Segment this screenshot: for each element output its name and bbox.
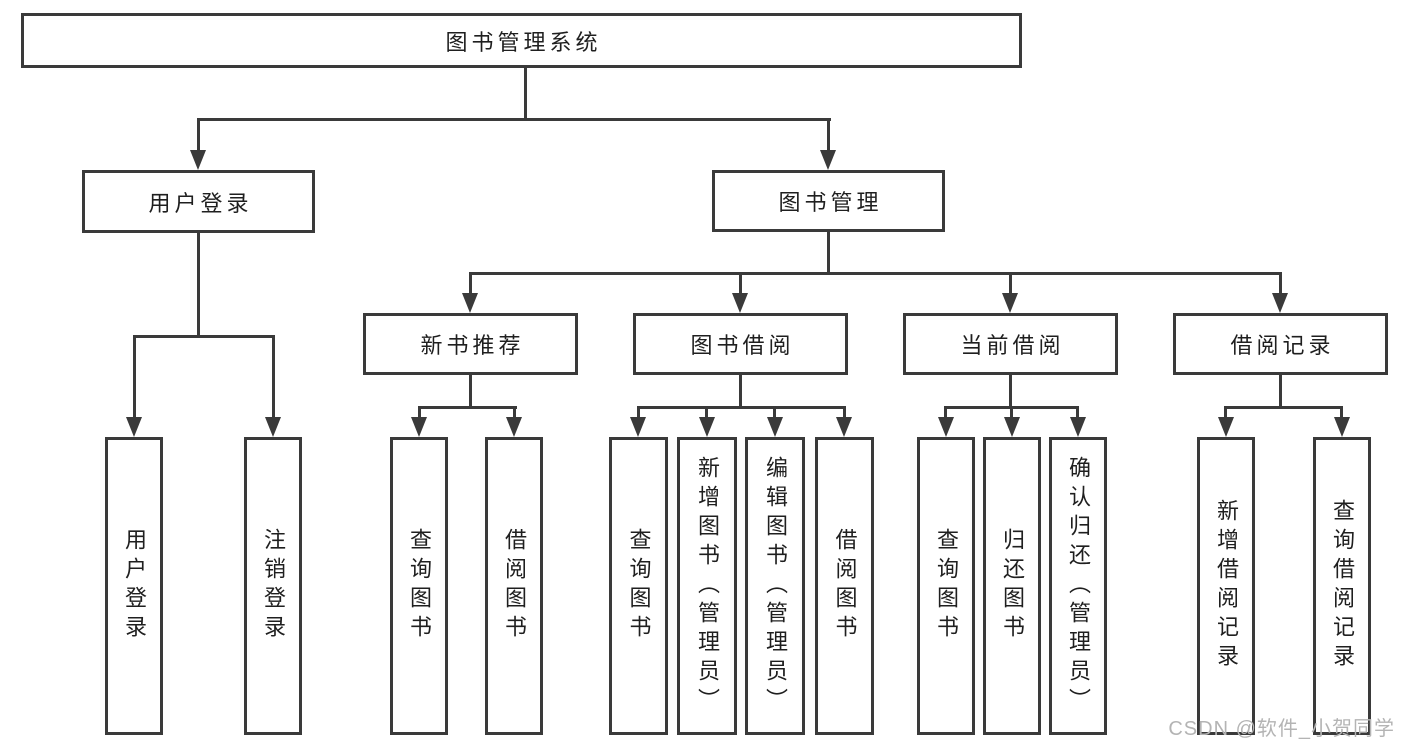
node-label: 确认归还（管理员） [1066, 455, 1091, 717]
arrowhead [1070, 417, 1086, 437]
connector-line [827, 118, 830, 152]
connector-line [1009, 272, 1012, 295]
node-borrowing-records: 借阅记录 [1173, 313, 1388, 375]
leaf-add-borrow-record: 新增借阅记录 [1197, 437, 1255, 735]
node-user-login: 用户登录 [82, 170, 315, 233]
node-label: 借阅图书 [502, 528, 527, 644]
node-label: 借阅记录 [1230, 333, 1335, 358]
arrowhead [506, 417, 522, 437]
connector-line [469, 272, 472, 295]
arrowhead [1004, 417, 1020, 437]
connector-line [524, 68, 527, 118]
leaf-user-login: 用户登录 [105, 437, 163, 735]
arrowhead [462, 293, 478, 313]
node-book-borrowing: 图书借阅 [633, 313, 848, 375]
connector-line [513, 406, 516, 419]
node-label: 新书推荐 [420, 333, 525, 358]
arrowhead [732, 293, 748, 313]
arrowhead [190, 150, 206, 170]
node-library-management-system: 图书管理系统 [21, 13, 1022, 68]
node-label: 图书管理 [778, 190, 883, 215]
connector-line [133, 335, 136, 419]
node-label: 借阅图书 [832, 528, 858, 644]
node-label: 查询借阅记录 [1330, 499, 1355, 673]
leaf-logout: 注销登录 [244, 437, 302, 735]
arrowhead [1002, 293, 1018, 313]
connector-line [1224, 406, 1342, 409]
arrowhead [938, 417, 954, 437]
leaf-edit-books-admin: 编辑图书（管理员） [745, 437, 805, 735]
node-current-borrowing: 当前借阅 [903, 313, 1118, 375]
arrowhead [126, 417, 142, 437]
connector-line [1279, 272, 1282, 295]
connector-line [197, 233, 200, 335]
leaf-query-books-recommend: 查询图书 [390, 437, 448, 735]
leaf-return-books: 归还图书 [983, 437, 1041, 735]
arrowhead [411, 417, 427, 437]
leaf-query-borrow-record: 查询借阅记录 [1313, 437, 1371, 735]
connector-line [418, 406, 421, 419]
connector-line [469, 375, 472, 406]
leaf-query-books-current: 查询图书 [917, 437, 975, 735]
node-label: 新增借阅记录 [1214, 499, 1239, 673]
connector-line [197, 118, 831, 121]
arrowhead [1334, 417, 1350, 437]
leaf-borrow-books-recommend: 借阅图书 [485, 437, 543, 735]
connector-line [637, 406, 640, 419]
connector-line [272, 335, 275, 419]
node-label: 用户登录 [148, 190, 253, 216]
connector-line [1010, 406, 1013, 419]
connector-line [197, 118, 200, 152]
connector-line [1224, 406, 1227, 419]
connector-line [773, 406, 776, 419]
arrowhead [836, 417, 852, 437]
leaf-query-books-borrowing: 查询图书 [609, 437, 668, 735]
arrowhead [767, 417, 783, 437]
arrowhead [630, 417, 646, 437]
connector-line [1279, 375, 1282, 406]
node-label: 编辑图书（管理员） [763, 455, 788, 717]
connector-line [739, 375, 742, 406]
leaf-borrow-books: 借阅图书 [815, 437, 874, 735]
connector-line [133, 335, 275, 338]
connector-line [469, 272, 1282, 275]
connector-line [827, 232, 830, 272]
connector-line [418, 406, 517, 409]
node-label: 图书借阅 [690, 333, 795, 358]
node-label: 查询图书 [407, 528, 432, 644]
leaf-confirm-return-admin: 确认归还（管理员） [1049, 437, 1107, 735]
connector-line [1009, 375, 1012, 406]
node-book-management: 图书管理 [712, 170, 945, 232]
node-label: 新增图书（管理员） [695, 455, 720, 717]
connector-line [944, 406, 947, 419]
node-label: 注销登录 [261, 528, 286, 644]
node-new-book-recommend: 新书推荐 [363, 313, 578, 375]
connector-line [843, 406, 846, 419]
csdn-watermark: CSDN @软件_小贺同学 [1168, 718, 1395, 740]
arrowhead [820, 150, 836, 170]
leaf-add-books-admin: 新增图书（管理员） [677, 437, 737, 735]
node-label: 归还图书 [1000, 528, 1025, 644]
connector-line [705, 406, 708, 419]
connector-line [739, 272, 742, 295]
connector-line [1076, 406, 1079, 419]
connector-line [637, 406, 846, 409]
node-label: 图书管理系统 [445, 29, 602, 55]
connector-line [1340, 406, 1343, 419]
node-label: 用户登录 [122, 528, 147, 644]
arrowhead [1272, 293, 1288, 313]
node-label: 查询图书 [626, 528, 652, 644]
arrowhead [1218, 417, 1234, 437]
arrowhead [265, 417, 281, 437]
node-label: 查询图书 [934, 528, 959, 644]
node-label: 当前借阅 [960, 333, 1065, 358]
arrowhead [699, 417, 715, 437]
